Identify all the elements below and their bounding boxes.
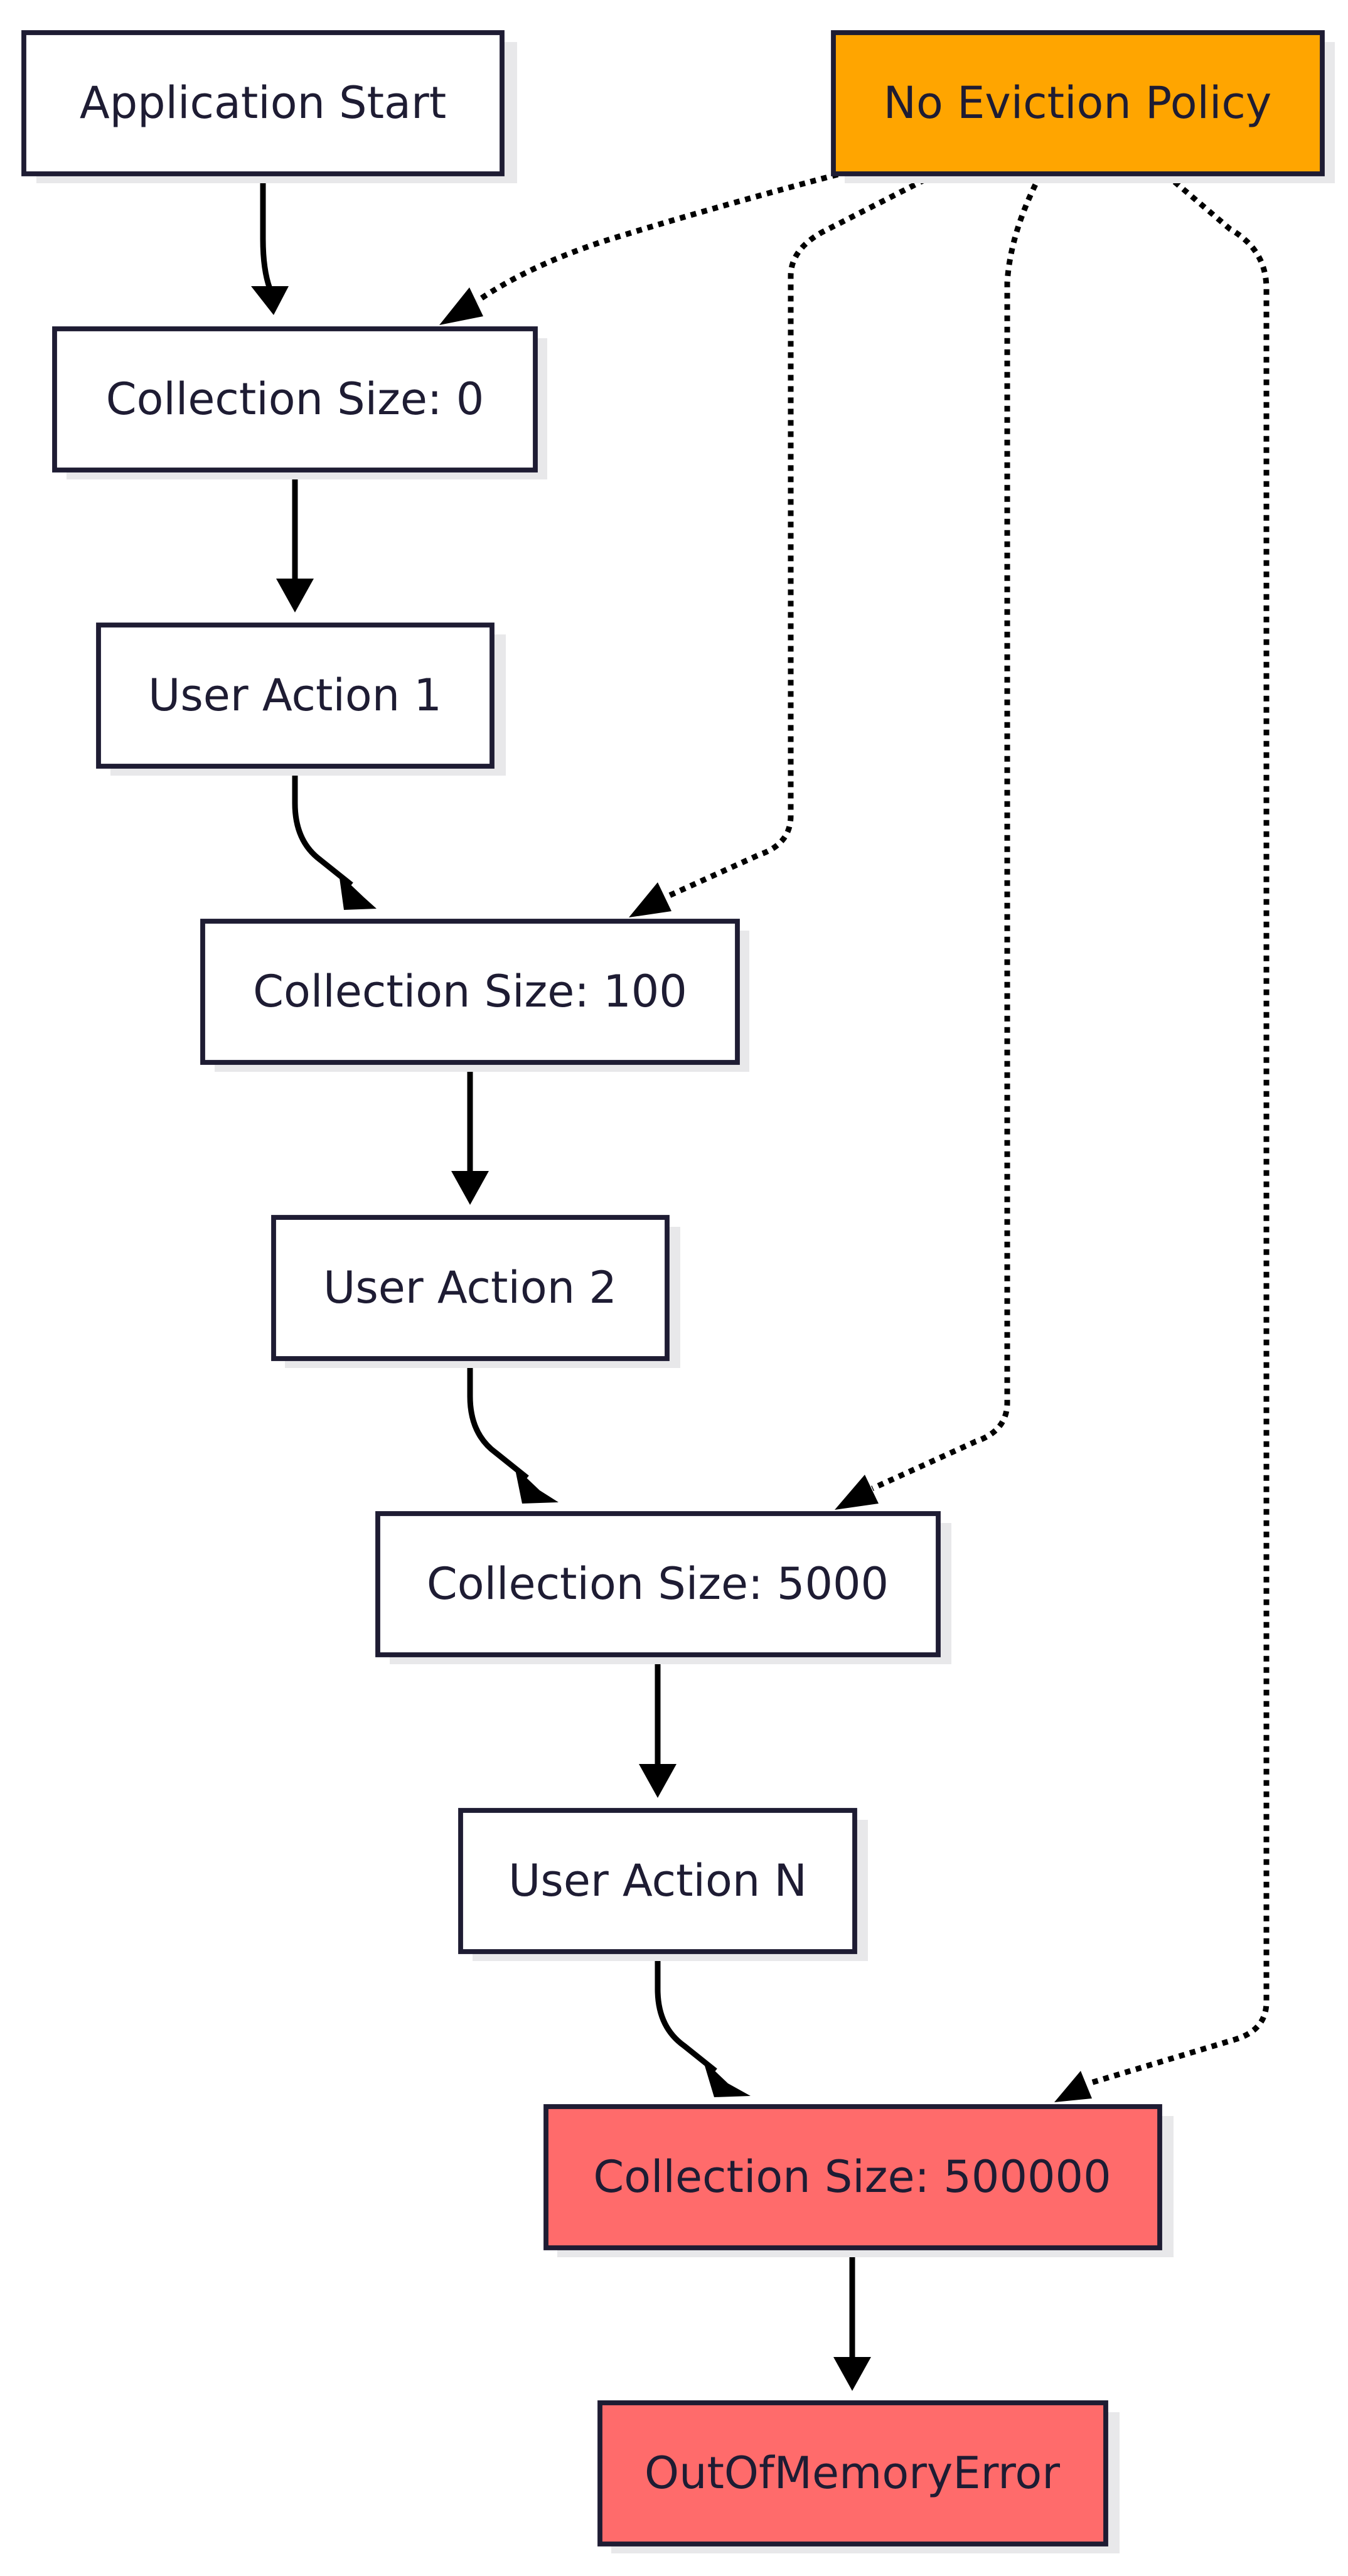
- edge-user-action-1-to-size-100: [292, 766, 353, 887]
- node-collection-size-500000: Collection Size: 500000: [543, 2104, 1174, 2257]
- arrowhead-size-5000: [515, 1467, 559, 1504]
- arrowhead-size-100: [339, 874, 377, 910]
- node-label: Collection Size: 5000: [427, 1558, 889, 1610]
- edge-no-eviction-to-size-100: [664, 171, 937, 901]
- arrowhead-dotted-size-100: [629, 882, 671, 917]
- arrowhead-dotted-size-500000: [1054, 2071, 1092, 2102]
- edge-no-eviction-to-size-500000: [1088, 172, 1270, 2087]
- node-collection-size-100: Collection Size: 100: [200, 919, 749, 1072]
- arrowhead-user-action-1: [276, 579, 314, 612]
- arrowhead-user-action-2: [451, 1171, 489, 1205]
- edges: [251, 171, 1270, 2391]
- node-out-of-memory-error: OutOfMemoryError: [597, 2400, 1120, 2553]
- node-label: Collection Size: 0: [106, 373, 484, 425]
- node-collection-size-0: Collection Size: 0: [52, 326, 547, 479]
- node-label: User Action 2: [323, 1262, 617, 1313]
- edge-no-eviction-to-size-0: [475, 171, 839, 304]
- node-label: OutOfMemoryError: [645, 2447, 1060, 2499]
- node-user-action-1: User Action 1: [96, 623, 506, 776]
- node-user-action-n: User Action N: [458, 1808, 868, 1961]
- arrowhead-dotted-size-5000: [835, 1475, 879, 1510]
- node-label: No Eviction Policy: [884, 77, 1272, 129]
- node-label: User Action N: [508, 1855, 807, 1906]
- edge-user-action-2-to-size-5000: [467, 1359, 529, 1480]
- arrowhead-size-0: [251, 286, 289, 315]
- arrowhead-user-action-n: [639, 1764, 677, 1798]
- edge-no-eviction-to-size-5000: [871, 173, 1043, 1492]
- edge-user-action-n-to-size-500000: [655, 1952, 717, 2073]
- node-label: Collection Size: 100: [253, 966, 687, 1017]
- arrowhead-size-500000: [703, 2060, 751, 2097]
- arrowhead-dotted-size-0: [439, 287, 483, 325]
- node-application-start: Application Start: [21, 30, 517, 183]
- arrowhead-oom: [833, 2357, 871, 2391]
- node-collection-size-5000: Collection Size: 5000: [375, 1511, 951, 1664]
- node-label: User Action 1: [148, 670, 442, 721]
- node-user-action-2: User Action 2: [271, 1215, 680, 1368]
- node-label: Collection Size: 500000: [593, 2151, 1111, 2203]
- node-no-eviction-policy: No Eviction Policy: [831, 30, 1335, 183]
- node-label: Application Start: [80, 77, 446, 129]
- edge-app-start-to-size-0: [260, 173, 273, 290]
